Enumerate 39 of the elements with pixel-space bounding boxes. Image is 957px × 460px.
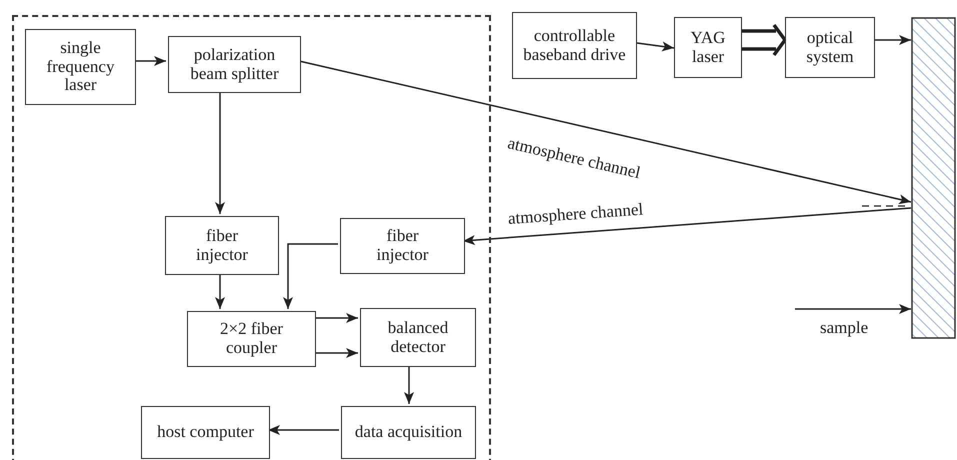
box-label: single frequency laser: [46, 38, 116, 96]
process-box: [25, 29, 136, 105]
box-label: polarization beam splitter: [189, 46, 280, 84]
arrow: [314, 313, 358, 323]
process-box: [141, 406, 270, 459]
process-box: [168, 36, 301, 93]
arrow: [215, 273, 225, 309]
dashed-group-frame: [12, 15, 491, 460]
box-label: YAG laser: [690, 28, 726, 66]
box-label: 2×2 fiber coupler: [219, 320, 284, 358]
box-label: optical system: [805, 28, 855, 66]
edge-label: atmosphere channel: [505, 132, 643, 184]
hatched-sample-plate: [911, 17, 956, 339]
process-box: [674, 17, 742, 78]
box-label: controllable baseband drive: [522, 26, 627, 64]
arrow: [268, 425, 339, 435]
arrow: [636, 41, 674, 52]
edge-label: sample: [820, 317, 868, 339]
edge-label: atmosphere channel: [507, 198, 644, 230]
process-box: [340, 218, 465, 274]
arrow: [314, 348, 358, 358]
box-label: data acquisition: [354, 423, 462, 442]
process-box: [785, 17, 875, 78]
process-box: [165, 216, 279, 275]
box-label: balanced detector: [386, 318, 450, 356]
arrow: [875, 35, 911, 45]
process-box: [512, 12, 637, 79]
arrow: [283, 243, 338, 309]
box-label: fiber injector: [195, 226, 249, 264]
arrow: [215, 91, 225, 214]
arrow: [134, 56, 166, 66]
box-label: fiber injector: [376, 227, 430, 265]
process-box: [360, 308, 476, 367]
process-box: [187, 311, 316, 367]
hollow-arrow: [740, 23, 788, 57]
arrow: [404, 365, 414, 404]
arrow: [795, 304, 911, 314]
box-label: host computer: [157, 423, 254, 442]
process-box: [341, 406, 476, 459]
